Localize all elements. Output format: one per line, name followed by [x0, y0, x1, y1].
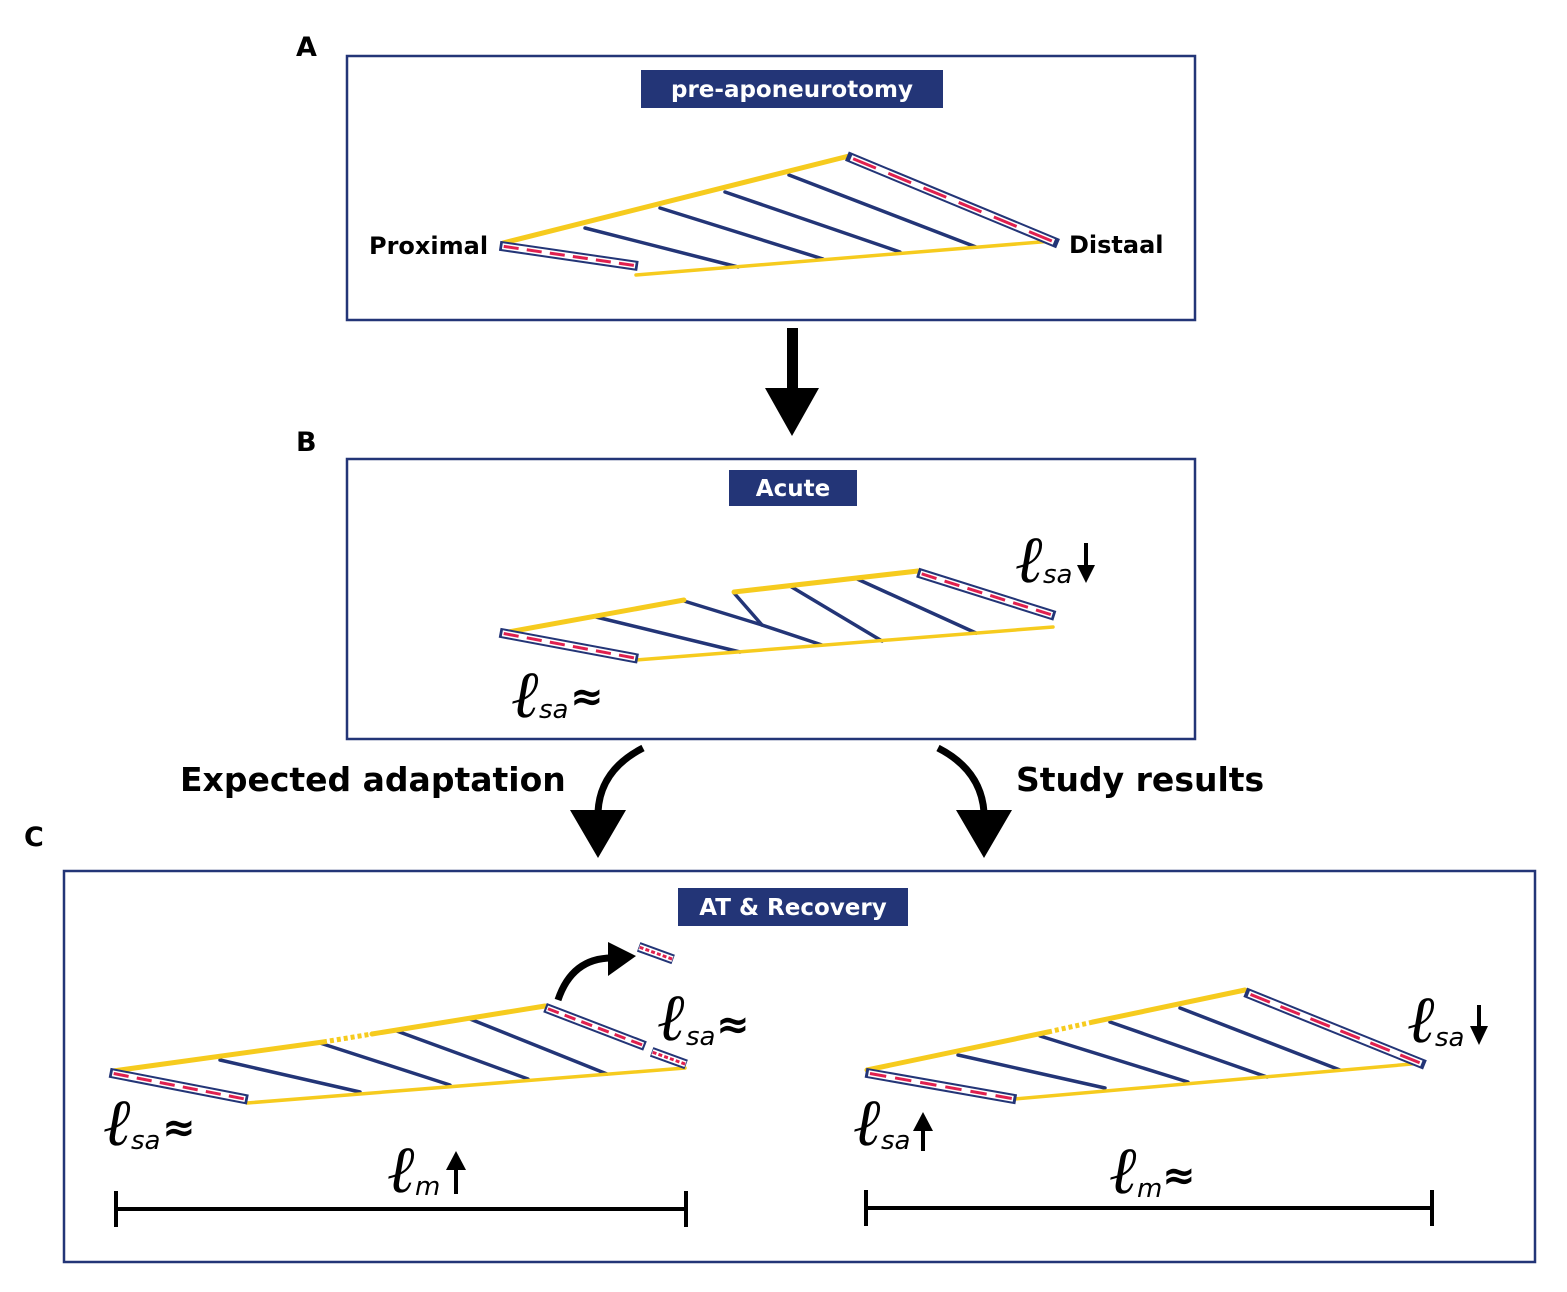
- svg-text:ℓ: ℓ: [512, 655, 540, 733]
- panel-c: C AT & Recovery: [24, 822, 1537, 1264]
- arrow-down-icon: [1077, 543, 1095, 583]
- svg-text:ℓ: ℓ: [104, 1083, 132, 1161]
- proximal-label: Proximal: [369, 232, 488, 260]
- svg-text:ℓ: ℓ: [388, 1130, 416, 1208]
- study-results-label: Study results: [1016, 760, 1264, 799]
- aponeurosis-superficial: [500, 153, 852, 246]
- lsa-left-expected-label: ℓ sa ≈: [104, 1083, 196, 1161]
- svg-text:≈: ≈: [570, 674, 604, 720]
- svg-text:sa: sa: [131, 1126, 160, 1156]
- panel-a-title-badge: [641, 70, 943, 108]
- svg-text:m: m: [415, 1172, 440, 1202]
- lsa-decrease-label: ℓ sa: [1016, 520, 1095, 598]
- svg-text:ℓ: ℓ: [1110, 1131, 1138, 1209]
- svg-text:ℓ: ℓ: [854, 1083, 882, 1161]
- curved-arrow-icon: [570, 744, 645, 858]
- panel-a-title: pre-aponeurotomy: [671, 77, 913, 103]
- svg-text:ℓ: ℓ: [1408, 980, 1436, 1058]
- lm-unchanged-label: ℓ m ≈: [1110, 1131, 1196, 1209]
- panel-c-frame: [62, 869, 1537, 1264]
- aponeurosis-deep: [634, 239, 1055, 277]
- svg-text:sa: sa: [1435, 1023, 1464, 1053]
- svg-text:sa: sa: [686, 1022, 715, 1052]
- panel-b: B Acute ℓ sa: [296, 427, 1197, 741]
- aponeurosis-superficial-proximal: [500, 597, 687, 636]
- muscle-a: [500, 153, 1057, 277]
- lsa-decrease-result-label: ℓ sa: [1408, 980, 1488, 1058]
- panel-c-title-badge: [678, 888, 908, 926]
- expected-adaptation-label: Expected adaptation: [180, 760, 566, 799]
- lm-increase-label: ℓ m: [388, 1130, 466, 1208]
- svg-text:≈: ≈: [1162, 1153, 1196, 1199]
- panel-a-letter: A: [296, 32, 317, 63]
- aponeurosis-deep: [634, 625, 1055, 662]
- svg-text:ℓ: ℓ: [1016, 520, 1044, 598]
- svg-text:ℓ: ℓ: [658, 978, 686, 1056]
- panel-c-letter: C: [24, 822, 44, 853]
- muscle-c-expected: [110, 941, 689, 1103]
- lsa-increase-result-label: ℓ sa: [854, 1083, 933, 1161]
- tendon-proximal: [866, 1069, 1015, 1103]
- panel-b-title-badge: [729, 470, 857, 506]
- muscle-c-results: [866, 989, 1424, 1103]
- panel-b-title: Acute: [756, 476, 830, 502]
- muscle-b: [500, 569, 1054, 662]
- svg-text:≈: ≈: [162, 1105, 196, 1151]
- svg-text:sa: sa: [539, 695, 568, 725]
- distal-label: Distaal: [1069, 231, 1164, 259]
- curved-arrow-icon: [936, 744, 1012, 858]
- tendon-distal: [543, 1002, 648, 1051]
- panel-a: A pre-aponeurotomy Proximal Distaal: [296, 32, 1197, 322]
- arrow-down-icon: [1470, 1005, 1488, 1045]
- arrow-down-icon: [765, 328, 819, 436]
- lsa-unchanged-label: ℓ sa ≈: [512, 655, 604, 733]
- panel-b-frame: [345, 457, 1197, 741]
- tendon-distal: [1246, 989, 1425, 1068]
- panel-c-title: AT & Recovery: [699, 895, 886, 921]
- arrow-up-icon: [913, 1112, 933, 1151]
- arrow-up-icon: [446, 1151, 466, 1194]
- tendon-proximal: [500, 242, 637, 270]
- svg-text:≈: ≈: [716, 1002, 750, 1048]
- panel-a-frame: [345, 54, 1197, 322]
- curved-arrow-icon: [554, 942, 636, 1002]
- muscle-length-scale-results: [864, 1190, 1434, 1226]
- muscle-length-scale-expected: [114, 1191, 688, 1227]
- tendon-removed-segment: [636, 941, 676, 965]
- svg-text:sa: sa: [1043, 560, 1072, 590]
- svg-text:sa: sa: [881, 1126, 910, 1156]
- tendon-distal: [847, 153, 1057, 246]
- panel-b-letter: B: [296, 427, 317, 458]
- svg-text:m: m: [1137, 1174, 1162, 1204]
- lsa-right-expected-label: ℓ sa ≈: [658, 978, 750, 1056]
- aponeurosis-superficial-distal: [731, 568, 921, 595]
